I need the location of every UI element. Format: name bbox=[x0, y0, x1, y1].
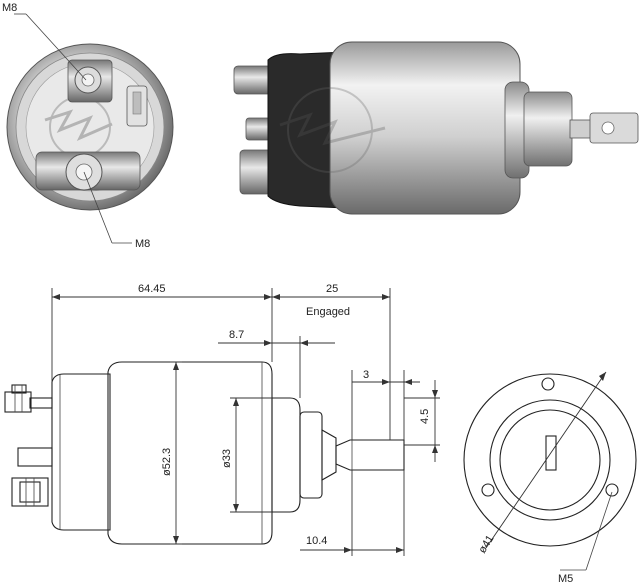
drawing-flange bbox=[271, 397, 301, 513]
front-bore bbox=[499, 409, 601, 511]
dim-body-diameter: ø52.3 bbox=[161, 448, 173, 476]
front-flange-outline bbox=[463, 373, 637, 547]
dim-flange-offset: 8.7 bbox=[229, 329, 244, 341]
callout-label-bottom: M8 bbox=[135, 238, 150, 250]
m5-leader bbox=[585, 491, 613, 571]
front-plunger-slot bbox=[545, 435, 557, 471]
dim-mount-thread: M5 bbox=[558, 573, 573, 585]
drawing-nose bbox=[299, 411, 323, 499]
dim-nose-diameter: ø33 bbox=[221, 449, 233, 468]
callout-leader-top bbox=[25, 13, 87, 81]
dim-plunger-offset: 10.4 bbox=[306, 535, 327, 547]
drawing-plunger-eye bbox=[335, 439, 405, 471]
mount-hole-top bbox=[541, 377, 555, 391]
dim-plunger-eye: 3 bbox=[363, 369, 369, 381]
solenoid-body bbox=[329, 41, 521, 215]
callout-leader-bottom bbox=[83, 171, 113, 244]
dim-stroke: 25 bbox=[326, 283, 338, 295]
plunger-eye-hole bbox=[601, 121, 615, 135]
front-technical-drawing: ø41 M5 bbox=[463, 371, 637, 585]
drawing-terminal-studs bbox=[4, 384, 53, 507]
dim-stroke-note: Engaged bbox=[306, 306, 350, 318]
callout-label-top: M8 bbox=[2, 2, 17, 14]
dim-overall-length: 64.45 bbox=[138, 283, 166, 295]
logo-watermark-side bbox=[279, 87, 386, 173]
dim-eye-height: 4.5 bbox=[419, 409, 431, 424]
mount-hole-left bbox=[481, 483, 495, 497]
dim-line-flange-diameter bbox=[485, 371, 607, 549]
lower-m8-terminal bbox=[35, 151, 141, 191]
front-inner-ring bbox=[489, 399, 611, 521]
spade-terminal bbox=[126, 85, 148, 127]
side-view-photo bbox=[233, 41, 639, 215]
mount-hole-right bbox=[605, 483, 619, 497]
plunger-nose bbox=[523, 91, 573, 167]
end-view-photo: M8 M8 bbox=[2, 2, 174, 250]
drawing-plunger-taper bbox=[321, 429, 337, 481]
side-technical-drawing: 64.45 25 Engaged 8.7 3 4.5 ø52.3 ø33 bbox=[4, 283, 440, 556]
drawing-body bbox=[107, 361, 273, 545]
drawing-cap bbox=[51, 373, 111, 531]
upper-m8-terminal bbox=[67, 59, 113, 103]
